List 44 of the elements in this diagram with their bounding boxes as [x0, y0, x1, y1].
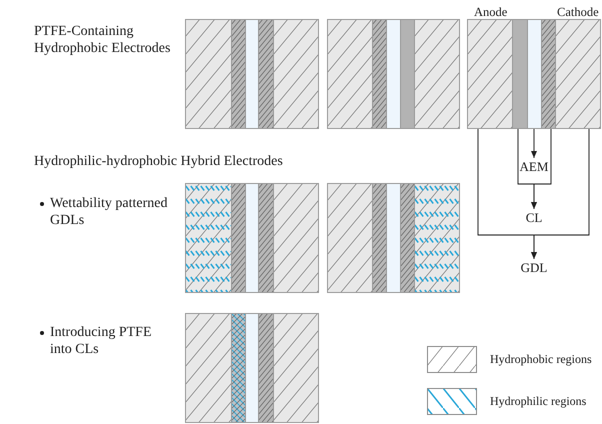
leader-arrow	[531, 128, 537, 158]
catalyst-layer	[258, 19, 274, 129]
gdl-layer	[185, 313, 232, 423]
membrane-layer	[527, 19, 542, 129]
membrane-layer	[386, 19, 401, 129]
gdl-layer	[185, 19, 232, 129]
catalyst-layer	[231, 313, 246, 423]
list-item-text: Introducing PTFE into CLs	[50, 324, 152, 358]
catalyst-layer	[400, 183, 415, 293]
catalyst-layer	[372, 19, 387, 129]
list-item-text: Wettability patterned GDLs	[50, 195, 168, 229]
gdl-layer	[555, 19, 601, 129]
section-heading: PTFE-Containing Hydrophobic Electrodes	[34, 23, 172, 57]
catalyst-layer	[400, 19, 415, 129]
gdl-layer	[327, 183, 373, 293]
legend-text: Hydrophobic regions	[490, 351, 592, 367]
catalyst-layer	[258, 313, 274, 423]
catalyst-layer	[512, 19, 528, 129]
leader-arrow	[531, 128, 590, 260]
gdl-layer	[327, 19, 373, 129]
leader-arrow	[531, 128, 552, 210]
gdl-layer	[273, 313, 319, 423]
gdl-layer	[273, 183, 319, 293]
section-heading: Hydrophilic-hydrophobic Hybrid Electrodes	[34, 153, 284, 170]
gdl-layer	[467, 19, 513, 129]
legend-text: Hydrophilic regions	[490, 393, 586, 409]
electrode-label: Cathode	[557, 4, 599, 20]
patterned-gdl-layer	[185, 183, 232, 293]
catalyst-layer	[231, 19, 246, 129]
membrane-layer	[245, 19, 259, 129]
layer-label: CL	[514, 209, 554, 227]
catalyst-layer	[231, 183, 246, 293]
electrode-label: Anode	[474, 4, 508, 20]
membrane-layer	[245, 313, 259, 423]
gdl-layer	[273, 19, 319, 129]
membrane-layer	[386, 183, 401, 293]
patterned-gdl-layer	[414, 183, 460, 293]
membrane-layer	[245, 183, 259, 293]
catalyst-layer	[258, 183, 274, 293]
layer-label: GDL	[509, 259, 559, 277]
catalyst-layer	[541, 19, 556, 129]
gdl-layer	[414, 19, 460, 129]
catalyst-layer	[372, 183, 387, 293]
layer-label: AEM	[514, 158, 554, 176]
